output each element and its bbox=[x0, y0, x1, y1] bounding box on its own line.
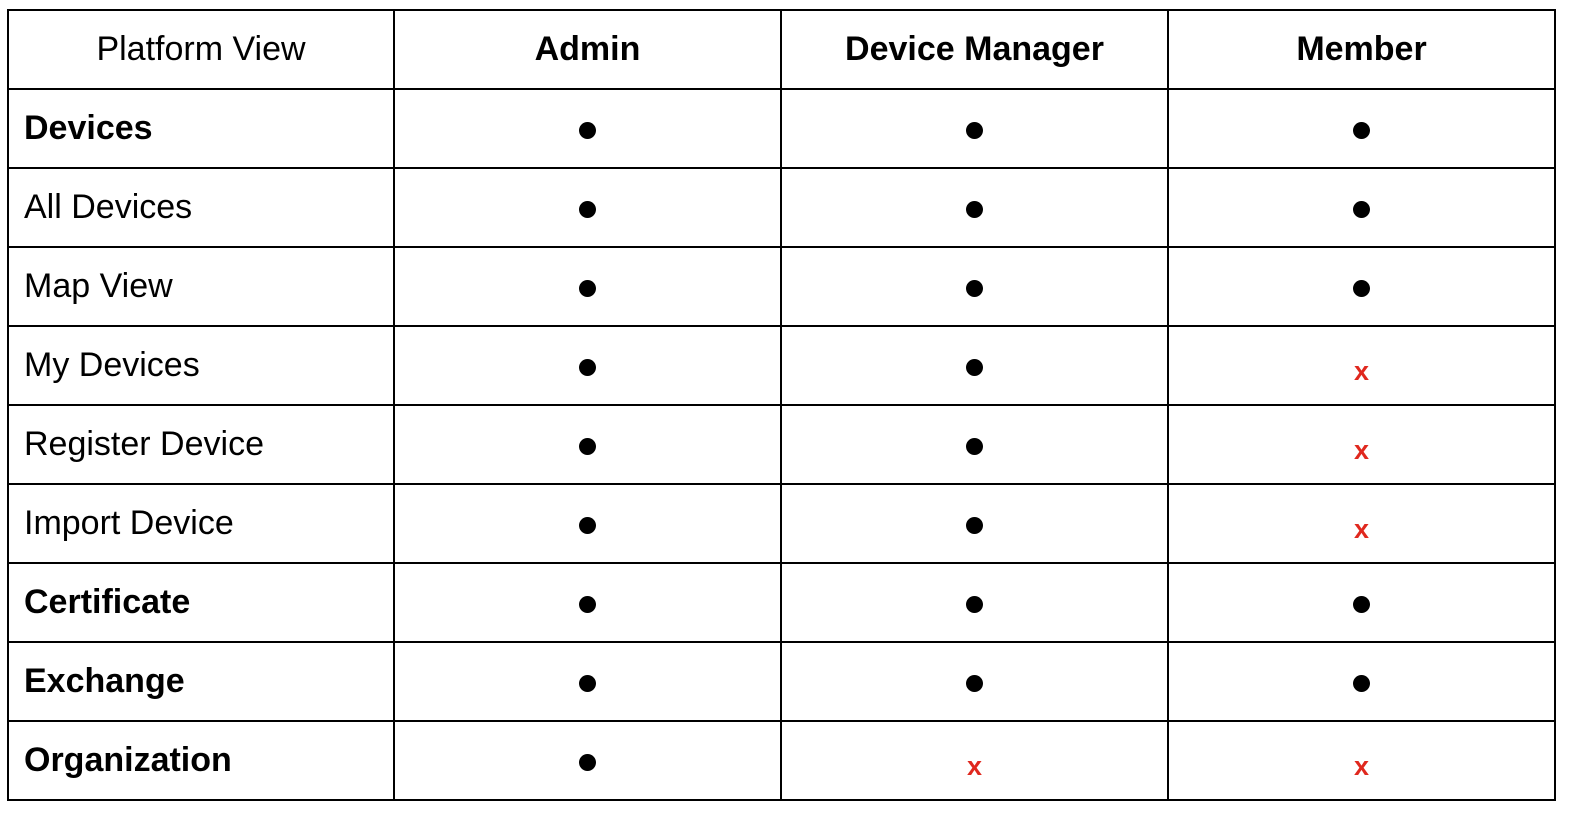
access-cell-device-manager bbox=[780, 325, 1169, 406]
allowed-dot-icon bbox=[579, 200, 596, 218]
access-cell-device-manager bbox=[780, 246, 1169, 327]
table-row: Organization x x bbox=[7, 720, 1556, 801]
allowed-dot-icon bbox=[579, 437, 596, 455]
access-cell-member: x bbox=[1167, 483, 1556, 564]
allowed-dot-icon bbox=[579, 358, 596, 376]
allowed-dot-icon bbox=[579, 516, 596, 534]
allowed-dot-icon bbox=[966, 200, 983, 218]
access-cell-member bbox=[1167, 88, 1556, 169]
access-cell-device-manager: x bbox=[780, 720, 1169, 801]
access-cell-device-manager bbox=[780, 483, 1169, 564]
denied-x-icon: x bbox=[1353, 513, 1370, 544]
allowed-dot-icon bbox=[579, 674, 596, 692]
feature-label: Exchange bbox=[7, 641, 395, 722]
access-cell-device-manager bbox=[780, 404, 1169, 485]
access-cell-member bbox=[1167, 562, 1556, 643]
denied-x-icon: x bbox=[1353, 355, 1370, 386]
access-cell-admin bbox=[393, 404, 782, 485]
table-row: Exchange bbox=[7, 641, 1556, 722]
allowed-dot-icon bbox=[966, 279, 983, 297]
allowed-dot-icon bbox=[579, 279, 596, 297]
allowed-dot-icon bbox=[1353, 674, 1370, 692]
access-cell-member: x bbox=[1167, 720, 1556, 801]
feature-label: All Devices bbox=[7, 167, 395, 248]
access-cell-device-manager bbox=[780, 167, 1169, 248]
header-role-member: Member bbox=[1167, 9, 1556, 90]
allowed-dot-icon bbox=[966, 437, 983, 455]
access-cell-admin bbox=[393, 325, 782, 406]
access-cell-admin bbox=[393, 641, 782, 722]
header-role-device-manager: Device Manager bbox=[780, 9, 1169, 90]
allowed-dot-icon bbox=[966, 674, 983, 692]
table-row: My Devices x bbox=[7, 325, 1556, 406]
access-cell-admin bbox=[393, 720, 782, 801]
access-cell-device-manager bbox=[780, 88, 1169, 169]
allowed-dot-icon bbox=[966, 121, 983, 139]
feature-label: My Devices bbox=[7, 325, 395, 406]
access-cell-member bbox=[1167, 246, 1556, 327]
access-cell-member bbox=[1167, 167, 1556, 248]
access-cell-member: x bbox=[1167, 404, 1556, 485]
allowed-dot-icon bbox=[1353, 279, 1370, 297]
table-row: Map View bbox=[7, 246, 1556, 327]
allowed-dot-icon bbox=[1353, 200, 1370, 218]
feature-label: Register Device bbox=[7, 404, 395, 485]
table-row: Certificate bbox=[7, 562, 1556, 643]
table-row: All Devices bbox=[7, 167, 1556, 248]
allowed-dot-icon bbox=[966, 358, 983, 376]
access-cell-admin bbox=[393, 88, 782, 169]
access-cell-admin bbox=[393, 562, 782, 643]
feature-label: Devices bbox=[7, 88, 395, 169]
header-platform-view: Platform View bbox=[7, 9, 395, 90]
allowed-dot-icon bbox=[579, 121, 596, 139]
feature-label: Organization bbox=[7, 720, 395, 801]
permissions-table: Platform View Admin Device Manager Membe… bbox=[7, 9, 1556, 801]
table-header-row: Platform View Admin Device Manager Membe… bbox=[7, 9, 1556, 90]
denied-x-icon: x bbox=[966, 750, 983, 781]
allowed-dot-icon bbox=[1353, 121, 1370, 139]
access-cell-admin bbox=[393, 483, 782, 564]
feature-label: Map View bbox=[7, 246, 395, 327]
allowed-dot-icon bbox=[579, 753, 596, 771]
access-cell-member: x bbox=[1167, 325, 1556, 406]
access-cell-admin bbox=[393, 246, 782, 327]
table-row: Devices bbox=[7, 88, 1556, 169]
table-row: Import Device x bbox=[7, 483, 1556, 564]
feature-label: Certificate bbox=[7, 562, 395, 643]
access-cell-device-manager bbox=[780, 641, 1169, 722]
allowed-dot-icon bbox=[966, 516, 983, 534]
access-cell-admin bbox=[393, 167, 782, 248]
allowed-dot-icon bbox=[579, 595, 596, 613]
table-row: Register Device x bbox=[7, 404, 1556, 485]
header-role-admin: Admin bbox=[393, 9, 782, 90]
allowed-dot-icon bbox=[1353, 595, 1370, 613]
access-cell-device-manager bbox=[780, 562, 1169, 643]
allowed-dot-icon bbox=[966, 595, 983, 613]
denied-x-icon: x bbox=[1353, 434, 1370, 465]
denied-x-icon: x bbox=[1353, 750, 1370, 781]
access-cell-member bbox=[1167, 641, 1556, 722]
feature-label: Import Device bbox=[7, 483, 395, 564]
